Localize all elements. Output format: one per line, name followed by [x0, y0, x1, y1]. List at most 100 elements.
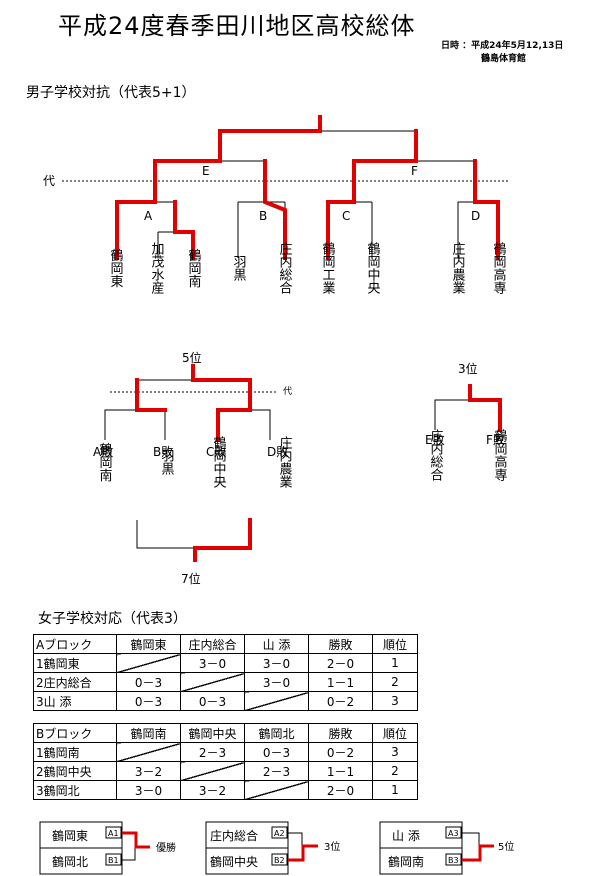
table-header-row: Aブロック 鶴岡東 庄内総合 山 添 勝敗 順位 — [33, 634, 418, 654]
record-cell: 0－2 — [308, 691, 373, 711]
table-header-row: Bブロック 鶴岡南 鶴岡中央 鶴岡北 勝敗 順位 — [33, 723, 418, 743]
team-cell: 3山 添 — [33, 691, 117, 711]
loser-label-f: F敗 — [486, 432, 505, 447]
rank-cell: 1 — [372, 780, 418, 800]
header-cell: 山 添 — [244, 634, 309, 654]
third-bracket-lines — [434, 399, 470, 430]
table-row: 2庄内総合 0－3 3－0 1－1 2 — [33, 672, 418, 692]
boys-winner-paths — [115, 115, 500, 260]
playoff-3-bottom-seed: B3 — [448, 856, 459, 865]
boys-team-names: 鶴岡東 加茂水産 鶴岡南 羽黒 庄内総合 鶴岡工業 鶴岡中央 庄内農業 鶴岡高専 — [108, 241, 507, 295]
playoff-3-top-team: 山 添 — [392, 829, 420, 843]
playoff-1-bottom-seed: B1 — [108, 856, 119, 865]
playoff-2-bottom-seed: B2 — [274, 856, 285, 865]
winner-path-tsuruoka-higashi — [115, 115, 322, 260]
score-cell: 0－3 — [116, 691, 181, 711]
header-cell: 鶴岡中央 — [180, 723, 245, 743]
playoff-2-bottom-seed-box — [271, 853, 288, 866]
header-cell: Aブロック — [33, 634, 117, 654]
playoff-1-top-seed-box — [105, 826, 122, 839]
table-row: 3山 添 0－3 0－3 0－2 3 — [33, 691, 418, 711]
header-cell: 庄内総合 — [180, 634, 245, 654]
fifth-winner-path — [191, 364, 252, 442]
header-cell: 勝敗 — [308, 723, 373, 743]
team-haguro: 羽黒 — [231, 255, 247, 282]
score-cell: 0－3 — [180, 691, 245, 711]
group-label-c: C — [342, 209, 350, 223]
playoff-3-top-seed-box — [445, 826, 462, 839]
record-cell: 1－1 — [308, 672, 373, 692]
loser-label-b: B敗 — [153, 444, 173, 459]
winner-path-shonai-sogo — [263, 159, 287, 260]
team-cell: 1鶴岡南 — [33, 742, 117, 762]
playoff-1-bottom-team: 鶴岡北 — [52, 854, 88, 869]
girls-block-a-table: Aブロック 鶴岡東 庄内総合 山 添 勝敗 順位 1鶴岡東 3－0 3－0 2－… — [33, 634, 418, 711]
fifth-cd-right — [250, 409, 271, 440]
rank-cell: 3 — [372, 742, 418, 762]
third-title: 3位 — [458, 361, 478, 376]
score-cell: 3－0 — [180, 653, 245, 673]
fifth-title: 5位 — [182, 350, 202, 365]
header-cell: 鶴岡北 — [244, 723, 309, 743]
team-kamo-suisan: 加茂水産 — [149, 242, 165, 295]
header-cell: Bブロック — [33, 723, 117, 743]
record-cell: 1－1 — [308, 761, 373, 781]
team-tsuruoka-chuo: 鶴岡中央 — [365, 241, 381, 294]
fifth-team-haguro: 羽黒 — [159, 449, 175, 476]
table-row: 3鶴岡北 3－0 3－2 2－0 1 — [33, 780, 418, 800]
header-cell: 鶴岡東 — [116, 634, 181, 654]
semi-label-f: F — [411, 164, 418, 178]
playoff-2-top-seed-box — [271, 826, 288, 839]
fifth-winner-paths — [135, 364, 252, 562]
team-shonai-sogo: 庄内総合 — [277, 241, 293, 294]
score-cell: 2－3 — [180, 742, 245, 762]
team-cell: 2庄内総合 — [33, 672, 117, 692]
girls-playoff-2: 庄内総合 鶴岡中央 A2 B2 3位 — [205, 821, 340, 875]
playoff-2-top-team: 庄内総合 — [210, 828, 258, 843]
seventh-left — [136, 520, 195, 549]
score-cell: 3－0 — [244, 653, 309, 673]
fifth-team-tsuruoka-minami: 鶴岡南 — [97, 442, 113, 482]
playoff-3-top-seed: A3 — [448, 829, 459, 838]
fifth-team-tsuruoka-chuo: 鶴岡中央 — [211, 435, 227, 488]
fifth-ab-winner — [135, 378, 167, 412]
third-team-tsuruoka-kosen: 鶴岡高専 — [492, 428, 508, 481]
girls-section-title: 女子学校対応（代表3） — [38, 611, 187, 627]
third-team-names: 庄内総合 鶴岡高専 — [428, 428, 508, 481]
group-label-b: B — [259, 209, 267, 223]
header-cell: 順位 — [372, 723, 418, 743]
boys-bracket-lines — [117, 130, 498, 258]
group-label-d: D — [471, 209, 480, 223]
rep-label: 代 — [43, 174, 55, 188]
rank-cell: 3 — [372, 691, 418, 711]
playoff-1-top-seed: A1 — [108, 829, 119, 838]
playoff-2-bottom-team: 鶴岡中央 — [210, 854, 258, 869]
header-cell: 順位 — [372, 634, 418, 654]
playoff-2-top-seed: A2 — [274, 829, 285, 838]
boys-section-title: 男子学校対抗（代表5+1） — [26, 85, 196, 101]
table-row: 1鶴岡南 2－3 0－3 0－2 3 — [33, 742, 418, 762]
winner-path-tsuruoka-kosen — [473, 159, 500, 260]
third-winner-path — [468, 384, 502, 432]
table-row: 2鶴岡中央 3－2 2－3 1－1 2 — [33, 761, 418, 781]
team-cell: 3鶴岡北 — [33, 780, 117, 800]
fifth-team-names: 鶴岡南 羽黒 鶴岡中央 庄内農業 — [97, 435, 293, 488]
playoff-3-winner-path — [462, 844, 494, 862]
winner-path-tsuruoka-kogyo — [326, 129, 418, 260]
team-shonai-nogyo: 庄内農業 — [450, 241, 466, 294]
score-cell: 3－2 — [116, 761, 181, 781]
page-title: 平成24度春季田川地区高校総体 — [58, 12, 416, 40]
fifth-labels: 5位 代 A敗 B敗 C敗 D敗 7位 — [93, 350, 292, 586]
boys-bracket-labels: 代 A B C D E F — [43, 164, 480, 223]
rank-cell: 2 — [372, 761, 418, 781]
score-cell: 0－3 — [244, 742, 309, 762]
third-winner-paths — [468, 384, 502, 432]
team-cell: 1鶴岡東 — [33, 653, 117, 673]
self-match-cell — [244, 691, 309, 711]
table-row: 1鶴岡東 3－0 3－0 2－0 1 — [33, 653, 418, 673]
winner-path-tsuruoka-minami — [173, 200, 195, 260]
self-match-cell — [116, 653, 181, 673]
score-cell: 3－0 — [244, 672, 309, 692]
playoff-2-winner-path — [288, 844, 318, 862]
